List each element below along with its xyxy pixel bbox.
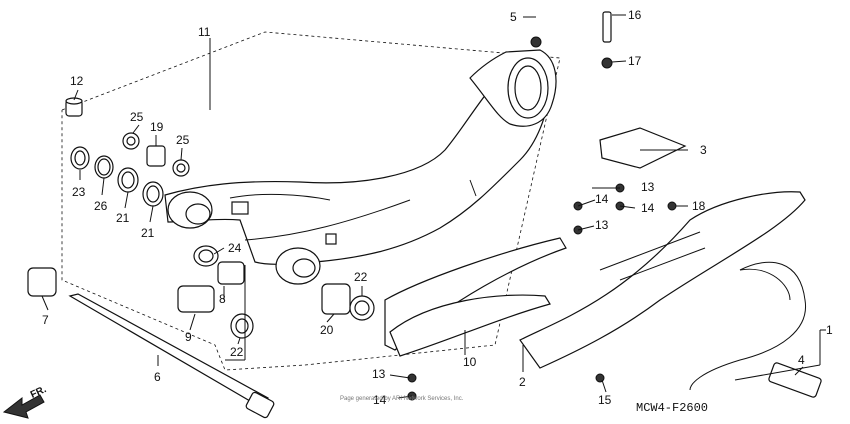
assembly-boundary [61,31,561,371]
callout-23: 23 [72,185,86,199]
callout-21-a: 21 [116,211,130,225]
callout-13-c: 13 [595,218,609,232]
callout-16: 16 [628,8,642,22]
callout-26: 26 [94,199,108,213]
callout-24: 24 [228,241,242,255]
pivot-parts [65,97,375,339]
callout-19: 19 [150,120,164,134]
callout-7: 7 [42,313,49,327]
callout-13-b: 13 [641,180,655,194]
drive-chain [689,261,822,398]
callout-25-a: 25 [130,110,144,124]
callout-15: 15 [598,393,612,407]
callout-10: 10 [463,355,477,369]
callout-25-b: 25 [176,133,190,147]
callout-12: 12 [70,74,84,88]
callout-5: 5 [510,10,517,24]
callout-labels: 1 2 3 4 5 6 7 8 9 10 11 12 13 13 13 13 1… [42,8,833,407]
copyright-watermark: Page generated by ARI Network Services, … [340,396,464,402]
callout-11: 11 [198,25,211,39]
chain-slider [384,237,567,357]
front-direction-arrow: FR. [2,384,48,419]
callout-17: 17 [628,54,642,68]
callout-6: 6 [154,370,161,384]
callout-9: 9 [185,330,192,344]
callout-13-a: 13 [372,367,386,381]
callout-22-a: 22 [354,270,368,284]
callout-22-b: 22 [230,345,244,359]
callout-14-a: 14 [595,192,609,206]
leader-lines [41,14,826,399]
callout-20: 20 [320,323,334,337]
callout-14-c: 14 [373,393,387,407]
direction-label: FR. [29,384,48,401]
callout-21-b: 21 [141,226,155,240]
callout-3: 3 [700,143,707,157]
callout-1: 1 [826,323,833,337]
swingarm [164,49,557,285]
callout-2: 2 [519,375,526,389]
chain-case [519,127,806,369]
callout-18: 18 [692,199,706,213]
diagram-code: MCW4-F2600 [636,401,708,415]
callout-14-b: 14 [641,201,655,215]
callout-8: 8 [219,292,226,306]
callout-4: 4 [798,353,805,367]
pivot-shaft [27,267,275,419]
